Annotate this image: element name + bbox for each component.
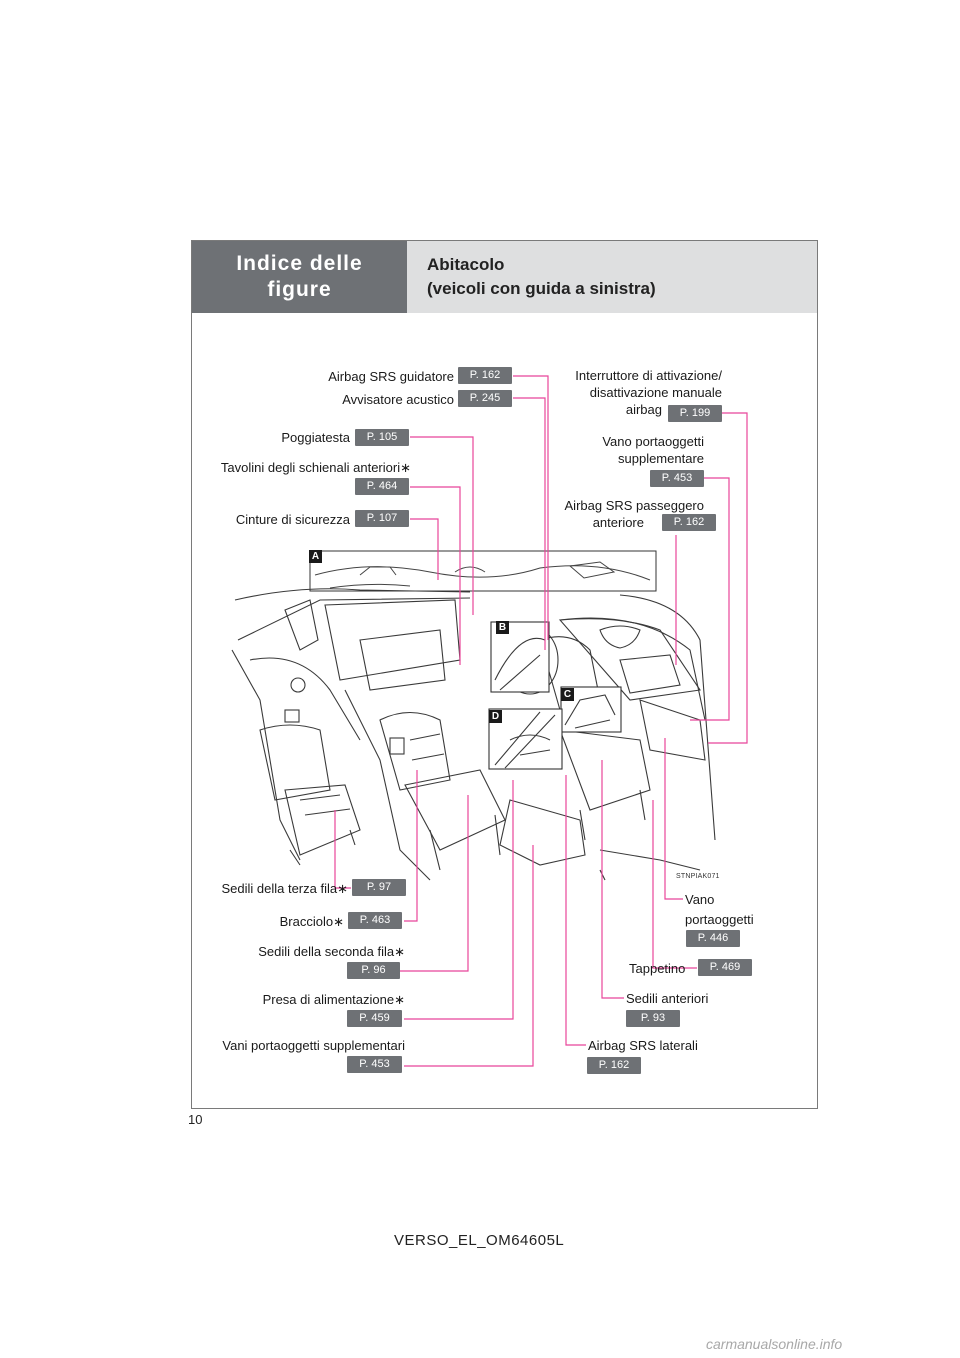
page-header: Abitacolo (veicoli con guida a sinistra) (407, 241, 817, 313)
label-airbag-switch: Interruttore di attivazione/ disattivazi… (575, 368, 722, 417)
figure-tag-b: B (496, 621, 509, 634)
label-power-outlet: Presa di alimentazione∗ (262, 992, 405, 1007)
page-title: Abitacolo (427, 255, 505, 274)
watermark: carmanualsonline.info (706, 1336, 843, 1352)
leader-power-outlet (404, 780, 514, 1020)
page-ref-aux-box[interactable]: P. 453 (650, 470, 704, 487)
label-airbag-passenger: Airbag SRS passeggero anteriore (564, 498, 704, 530)
leader-aux-box (690, 477, 730, 721)
leader-aux-boxes (404, 845, 534, 1067)
leader-seatback-tables (410, 486, 461, 665)
label-horn: Avvisatore acustico (342, 392, 454, 407)
page-number: 10 (188, 1112, 203, 1127)
label-side-airbags: Airbag SRS laterali (588, 1038, 698, 1053)
leader-airbag-switch (708, 412, 748, 744)
label-aux-box: Vano portaoggetti supplementare (602, 434, 704, 466)
figure-tag-c: C (561, 688, 574, 701)
figure-tag-a: A (309, 550, 322, 563)
leader-headrest (410, 436, 474, 615)
label-seatback-tables: Tavolini degli schienali anteriori∗ (220, 460, 411, 475)
label-third-row: Sedili della terza fila∗ (221, 881, 348, 896)
leader-third-row (334, 810, 351, 889)
page-ref-front-seats[interactable]: P. 93 (626, 1010, 680, 1027)
figure-frame (191, 240, 818, 1109)
figure-code: STNPIAK071 (676, 873, 720, 880)
page-ref-floor-mat[interactable]: P. 469 (698, 959, 752, 976)
label-aux-boxes: Vani portaoggetti supplementari (222, 1038, 405, 1053)
leader-second-row (400, 795, 469, 972)
page-subtitle: (veicoli con guida a sinistra) (427, 279, 656, 298)
panel-a (309, 550, 657, 592)
page-ref-seatback-tables[interactable]: P. 464 (355, 478, 409, 495)
cabin-sketch (231, 588, 716, 881)
leader-airbag-driver (513, 375, 549, 640)
leader-front-seats (601, 760, 624, 999)
section-header: Indice delle figure (192, 241, 407, 313)
page-ref-airbag-switch[interactable]: P. 199 (668, 405, 722, 422)
page-ref-second-row[interactable]: P. 96 (347, 962, 400, 979)
page-ref-headrest[interactable]: P. 105 (355, 429, 409, 446)
leader-glove-box (664, 738, 683, 900)
page-ref-airbag-driver[interactable]: P. 162 (458, 367, 512, 384)
page-ref-side-airbags[interactable]: P. 162 (587, 1057, 641, 1074)
leader-side-airbags (565, 775, 586, 1046)
page-ref-armrest[interactable]: P. 463 (348, 912, 402, 929)
leader-horn (513, 397, 546, 650)
page-ref-glove-box[interactable]: P. 446 (686, 930, 740, 947)
footer-code: VERSO_EL_OM64605L (394, 1232, 565, 1249)
page-ref-power-outlet[interactable]: P. 459 (347, 1010, 402, 1027)
section-title: Indice delle figure (236, 252, 363, 301)
label-armrest: Bracciolo∗ (279, 914, 344, 929)
page-ref-airbag-passenger[interactable]: P. 162 (662, 514, 716, 531)
label-glove-box: Vano portaoggetti (685, 892, 754, 927)
leader-lines (334, 375, 748, 1067)
page-ref-third-row[interactable]: P. 97 (352, 879, 406, 896)
page-ref-aux-boxes[interactable]: P. 453 (347, 1056, 402, 1073)
label-floor-mat: Tappetino (629, 961, 686, 976)
label-front-seats: Sedili anteriori (626, 991, 709, 1006)
label-second-row: Sedili della seconda fila∗ (258, 944, 405, 959)
page-ref-seat-belts[interactable]: P. 107 (355, 510, 409, 527)
page-ref-horn[interactable]: P. 245 (458, 390, 512, 407)
leader-seat-belts (410, 518, 439, 580)
leader-armrest (404, 770, 418, 922)
label-headrest: Poggiatesta (281, 430, 350, 445)
figure-tag-d: D (489, 710, 502, 723)
label-seat-belts: Cinture di sicurezza (235, 512, 350, 527)
leader-floor-mat (652, 800, 697, 969)
label-airbag-driver: Airbag SRS guidatore (328, 369, 454, 384)
